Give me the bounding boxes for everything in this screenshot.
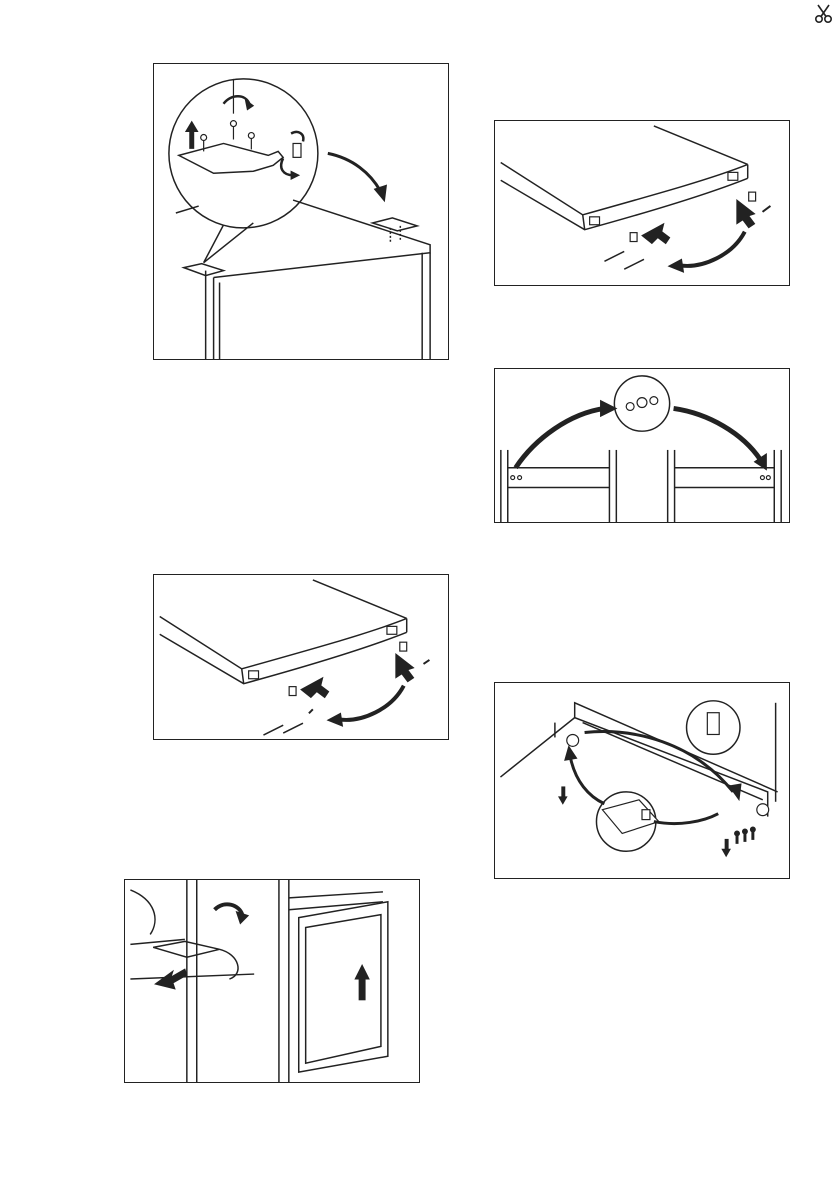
figure-door-top-left (153, 574, 449, 740)
figure-hole-caps (494, 368, 790, 523)
hinge-plate-detail-icon (154, 64, 448, 359)
door-top-edge-icon (154, 575, 448, 739)
figure-top-hinge (153, 63, 449, 360)
hole-cap-transfer-icon (495, 369, 789, 522)
figure-bottom-hinge (494, 682, 790, 879)
scissors-icon (813, 4, 835, 26)
bottom-hinge-detail-icon (495, 683, 789, 878)
figure-door-top-right (494, 120, 790, 286)
door-top-edge-icon (495, 121, 789, 285)
door-lift-icon (125, 880, 419, 1082)
figure-door-remove (124, 879, 420, 1083)
